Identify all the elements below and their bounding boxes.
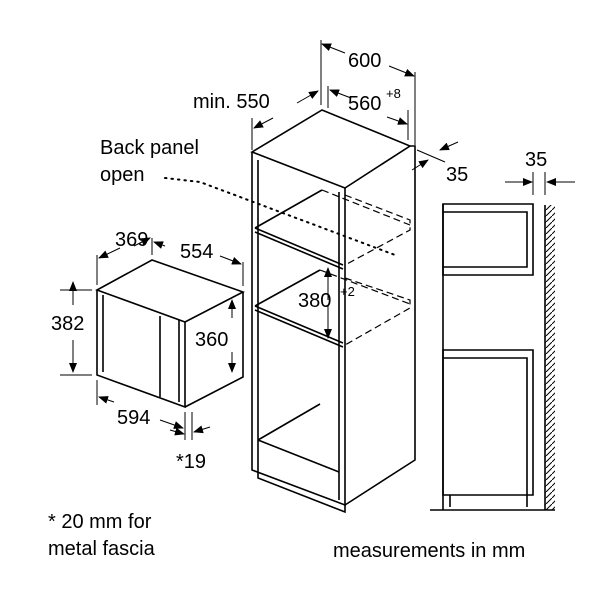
back-panel-label-line1: Back panel <box>100 137 199 159</box>
dim-niche-width-tolerance: +8 <box>386 86 401 101</box>
dim-niche-height-tolerance: +2 <box>340 284 355 299</box>
dim-appliance-inner-height: 360 <box>195 329 228 351</box>
dim-appliance-depth: 369 <box>115 229 148 251</box>
dim-fascia: *19 <box>176 451 206 473</box>
back-panel-label-line2: open <box>100 164 145 186</box>
dim-min-depth: min. 550 <box>193 91 270 113</box>
dim-niche-width: 560 <box>348 93 381 115</box>
tall-cabinet <box>164 109 416 514</box>
dim-back-gap: 35 <box>446 164 468 186</box>
microwave-appliance: 369 554 382 360 594 *19 <box>51 229 246 473</box>
dim-cabinet-width: 600 <box>348 50 381 72</box>
dim-appliance-height: 382 <box>51 313 84 335</box>
cabinet-dimensions: 600 min. 550 560 +8 35 380 +2 <box>193 40 468 339</box>
dim-appliance-side: 554 <box>180 241 213 263</box>
dim-side-gap: 35 <box>525 149 547 171</box>
units-note: measurements in mm <box>333 540 525 562</box>
dim-appliance-width: 594 <box>117 407 150 429</box>
side-view: 35 <box>430 149 575 511</box>
footnote-line2: metal fascia <box>48 538 156 560</box>
dim-niche-height: 380 <box>298 290 331 312</box>
footnote-line1: * 20 mm for <box>48 511 152 533</box>
